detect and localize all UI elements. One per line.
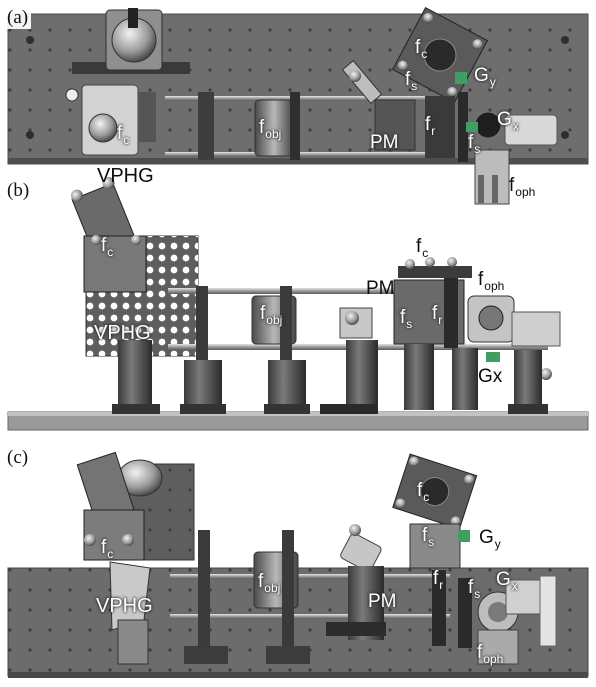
label-gy: Gy xyxy=(474,65,496,90)
label-foph: foph xyxy=(509,175,536,200)
label-fobj: fobj xyxy=(259,117,282,142)
label-vphg: VPHG xyxy=(96,595,153,617)
label-fs: fs xyxy=(422,525,435,550)
panel-b: (b) fc VPHG fobj PM fs fr fc foph Gx xyxy=(4,180,505,387)
label-pm: PM xyxy=(366,278,395,299)
label-fc: fc xyxy=(101,537,114,562)
panel-b-art xyxy=(7,176,589,431)
panel-c-label: (c) xyxy=(4,447,32,469)
label-fobj: fobj xyxy=(260,303,283,328)
label-fr: fr xyxy=(433,568,444,593)
label-vphg: VPHG xyxy=(94,322,151,344)
panel-a-art xyxy=(7,6,589,205)
label-vphg: VPHG xyxy=(97,165,154,187)
label-fs2: fs xyxy=(468,577,481,602)
panel-a: (a) VPHG fc fobj PM fc fs Gy fr Gx fs fo… xyxy=(0,0,596,200)
label-fr: fr xyxy=(432,303,443,328)
label-pm: PM xyxy=(368,591,397,612)
label-fobj: fobj xyxy=(258,571,281,596)
label-fs: fs xyxy=(405,69,418,94)
label-fs2: fs xyxy=(468,132,481,157)
label-gx: Gx xyxy=(478,366,503,387)
panel-b-label: (b) xyxy=(4,180,33,202)
label-fc-top: fc xyxy=(417,480,430,505)
label-fr: fr xyxy=(425,114,436,139)
label-pm: PM xyxy=(370,132,399,153)
panel-a-label: (a) xyxy=(4,7,32,29)
label-foph: foph xyxy=(478,269,505,294)
label-foph: foph xyxy=(477,642,504,667)
label-gx: Gx xyxy=(497,109,519,134)
label-fc: fc xyxy=(101,235,114,260)
label-fc-right: fc xyxy=(415,37,428,62)
label-gx: Gx xyxy=(496,569,518,594)
label-gy: Gy xyxy=(479,527,501,552)
panel-c-art xyxy=(7,451,589,678)
label-fc-left: fc xyxy=(117,123,130,148)
label-fs: fs xyxy=(400,307,413,332)
label-fc-top: fc xyxy=(416,236,429,261)
